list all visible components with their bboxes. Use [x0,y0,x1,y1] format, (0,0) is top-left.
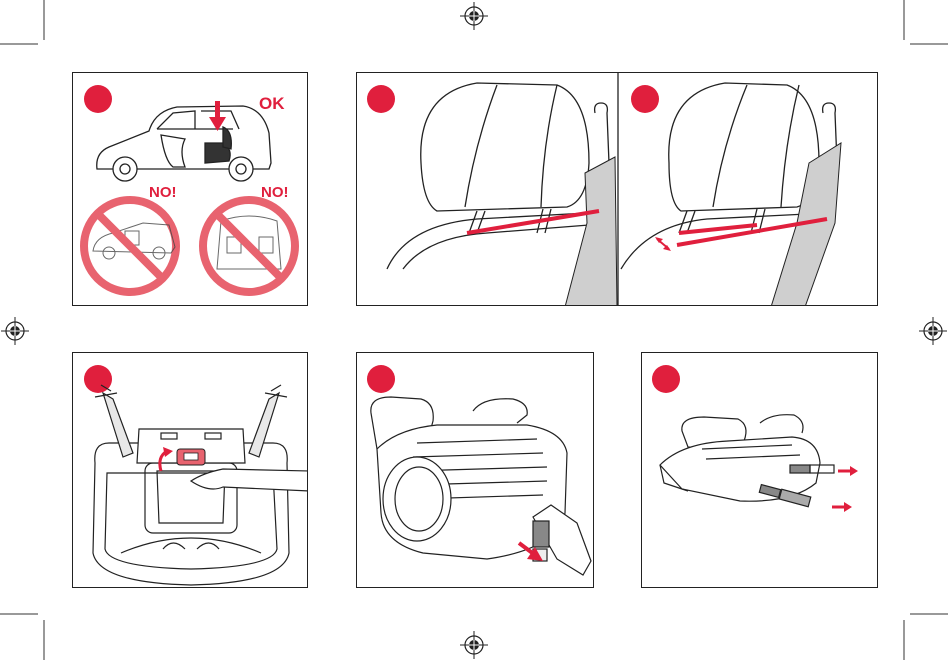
panel-underside-release [72,352,308,588]
headrest-belt-illustration [357,73,878,306]
prohibited-icon [84,200,176,292]
step-circle-icon [84,85,112,113]
car-side-icon [97,106,271,181]
underside-release-illustration [73,353,308,588]
panel-vehicle-position: OK NO! NO! [72,72,308,306]
arrow-icon [832,466,858,512]
step-circle-icon [367,365,395,393]
no-left-label: NO! [149,184,177,201]
prohibited-icon [203,200,295,292]
no-right-label: NO! [261,184,289,201]
connector-pull-illustration [357,353,594,588]
arrow-icon [655,237,671,251]
registration-mark-icon [460,2,488,30]
step-circle-icon [367,85,395,113]
registration-mark-icon [460,631,488,659]
registration-mark-icon [919,317,947,345]
extend-connectors-illustration [642,353,878,588]
panel-headrest-belt [356,72,878,306]
vehicle-position-illustration: OK NO! NO! [73,73,308,306]
step-circle-icon [652,365,680,393]
registration-mark-icon [1,317,29,345]
ok-label: OK [259,94,285,113]
step-circle-icon [631,85,659,113]
panel-connector-pull [356,352,594,588]
panel-extend-connectors [641,352,878,588]
